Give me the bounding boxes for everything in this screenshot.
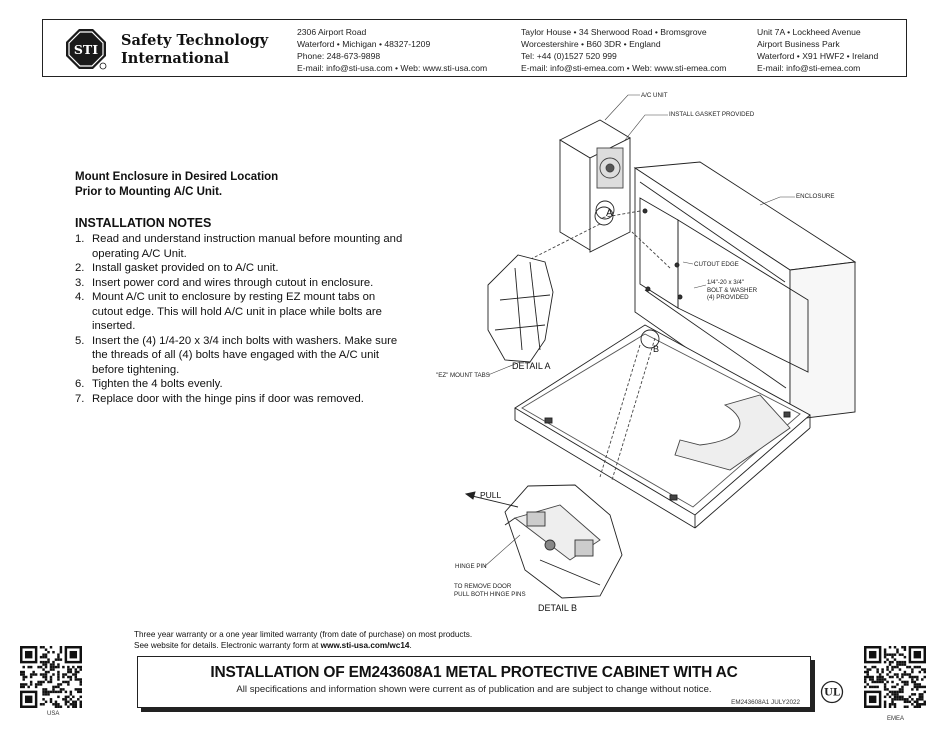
warranty-line: See website for details. Electronic warr… [134,641,412,650]
note-number: 5. [75,334,85,347]
note-text-line: Insert the (4) 1/4-20 x 3/4 inch bolts w… [92,334,398,347]
note-text-line: Install gasket provided on to A/C unit. [92,262,279,274]
note-text-line: before tightening. [92,363,180,376]
ul-listed-mark: UL [820,680,844,704]
qr-caption-emea: EMEA [887,716,905,722]
note-text-line: cutout edge. This will hold A/C unit in … [92,305,382,318]
address-line: Airport Business Park [757,39,840,49]
note-text-line: the threads of all (4) bolts have engage… [92,349,379,361]
callout-b-label: B [653,344,660,354]
qr-caption-usa: USA [47,711,60,717]
label-detail-a: DETAIL A [512,361,551,371]
callout-a-label: A [606,208,613,219]
note-text-line: Tighten the 4 bolts evenly. [92,378,223,390]
note-number: 1. [75,233,85,245]
company-name-line2: International [121,50,230,67]
address-line: Unit 7A • Lockheed Avenue [757,27,861,37]
svg-text:UL: UL [824,688,840,699]
callout-a-circle [594,206,614,226]
installation-note: 1. Read and understand instruction manual… [73,232,418,261]
mount-line: Prior to Mounting A/C Unit. [75,186,223,198]
header-box: STI Safety Technology International 2306… [42,19,907,77]
warranty-text: Three year warranty or a one year limite… [134,629,472,651]
qr-code-usa[interactable] [20,646,82,708]
installation-notes-heading: INSTALLATION NOTES [75,216,212,230]
phone-line: Tel: +44 (0)1527 520 999 [521,51,617,61]
note-text-line: Replace door with the hinge pins if door… [92,392,364,405]
qr-code-emea[interactable] [864,646,926,708]
label-install-gasket: INSTALL GASKET PROVIDED [669,111,755,118]
email-line: E-mail: info@sti-emea.com [757,63,861,73]
note-number: 7. [75,392,85,405]
document-title-box: INSTALLATION OF EM243608A1 METAL PROTECT… [137,656,811,708]
open-door-drawing [514,324,811,529]
address-line: 2306 Airport Road [297,27,367,37]
installation-note: 7. Replace door with the hinge pins if do… [73,392,418,407]
callout-b-circle [640,329,660,349]
note-number: 4. [75,291,85,303]
phone-line: Phone: 248-673-9898 [297,51,381,61]
note-text-line: Insert power cord and wires through cuto… [92,276,374,289]
address-ireland: Unit 7A • Lockheed Avenue Airport Busine… [757,26,878,74]
label-remove-door: TO REMOVE DOOR PULL BOTH HINGE PINS [454,583,526,598]
document-code: EM243608A1 JULY2022 [731,699,800,706]
logo-text: STI [74,42,98,57]
pull-arrow [464,491,519,508]
document-disclaimer: All specifications and information shown… [236,684,712,695]
label-ac-unit: A/C UNIT [641,92,668,99]
installation-note: 5. Insert the (4) 1/4-20 x 3/4 inch bolts… [73,334,418,378]
installation-note: 3. Insert power cord and wires through cu… [73,276,418,291]
address-line: Worcestershire • B60 3DR • England [521,39,661,49]
note-number: 3. [75,276,85,289]
note-text-line: inserted. [92,320,136,332]
label-pull: PULL [480,490,502,500]
label-ez-mount-tabs: "EZ" MOUNT TABS [436,372,490,379]
mount-instruction-heading: Mount Enclosure in Desired Location Prio… [75,170,278,200]
detail-b-drawing [504,484,623,599]
address-line: Waterford • Michigan • 48327-1209 [297,39,431,49]
document-title: INSTALLATION OF EM243608A1 METAL PROTECT… [210,664,738,681]
label-leaders [483,94,795,568]
address-usa: 2306 Airport Road Waterford • Michigan •… [297,26,487,74]
note-text-line: Mount A/C unit to enclosure by resting E… [92,291,376,303]
label-bolt-washer: 1/4"-20 x 3/4" BOLT & WASHER (4) PROVIDE… [707,279,758,301]
note-text-line: Read and understand instruction manual b… [92,233,403,245]
ac-unit-drawing [559,119,631,253]
installation-note: 6. Tighten the 4 bolts evenly. [73,377,418,392]
label-detail-b: DETAIL B [538,603,578,613]
bolt-markers [642,208,683,300]
dashed-leaders [524,210,671,481]
note-text-line: operating A/C Unit. [92,247,187,260]
mount-line: Mount Enclosure in Desired Location [75,171,279,183]
note-number: 6. [75,378,85,390]
label-enclosure: ENCLOSURE [796,193,835,200]
address-line: Taylor House • 34 Sherwood Road • Bromsg… [521,27,707,37]
installation-notes-list: 1. Read and understand instruction manual… [73,232,418,406]
warranty-link[interactable]: www.sti-usa.com/wc14 [320,641,410,650]
company-name: Safety Technology International [121,32,268,68]
address-england: Taylor House • 34 Sherwood Road • Bromsg… [521,26,726,74]
sti-logo-badge: STI [66,29,107,70]
email-web-line: E-mail: info@sti-emea.com • Web: www.sti… [521,63,727,73]
note-number: 2. [75,262,85,274]
company-name-line1: Safety Technology [121,32,269,49]
installation-note: 4. Mount A/C unit to enclosure by resting… [73,290,418,334]
warranty-line: Three year warranty or a one year limite… [134,630,473,639]
email-web-line: E-mail: info@sti-usa.com • Web: www.sti-… [297,63,488,73]
label-hinge-pin: HINGE PIN [455,563,487,570]
label-cutout-edge: CUTOUT EDGE [694,261,739,268]
address-line: Waterford • X91 HWF2 • Ireland [757,51,879,61]
detail-a-drawing [487,254,554,363]
installation-note: 2. Install gasket provided on to A/C unit… [73,261,418,276]
